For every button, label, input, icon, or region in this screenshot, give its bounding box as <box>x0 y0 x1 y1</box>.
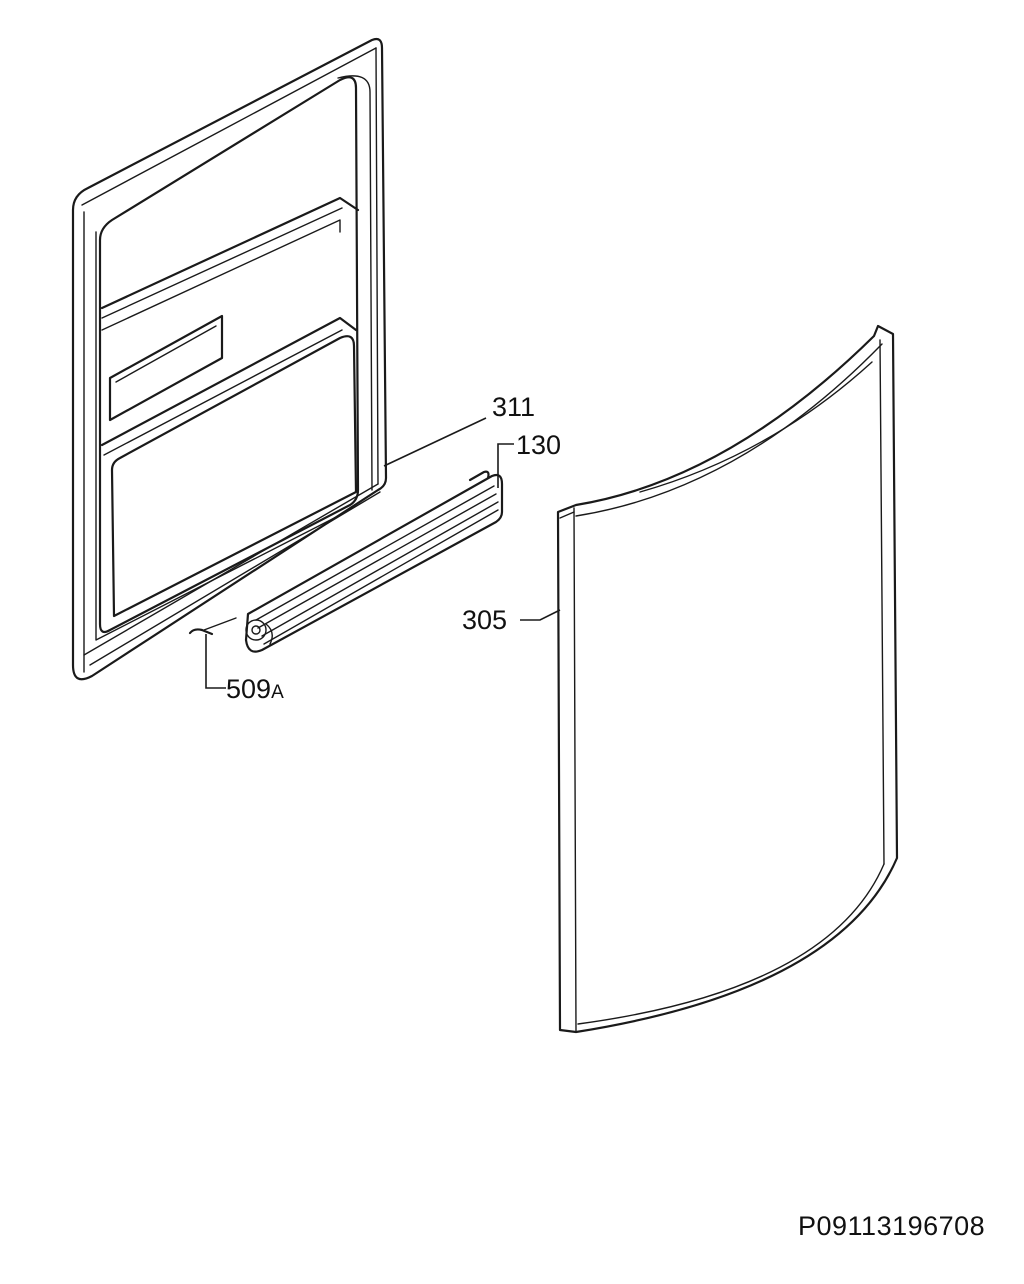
hinge-pin <box>188 617 237 636</box>
door-seal-strip <box>244 470 504 653</box>
leader-509a <box>205 634 226 689</box>
leader-130 <box>497 443 514 488</box>
inner-door-panel <box>71 37 388 681</box>
part-label-509a-number: 509 <box>226 674 271 704</box>
part-label-311: 311 <box>492 392 535 422</box>
part-label-509a: 509A <box>226 674 284 704</box>
leader-305 <box>520 609 561 621</box>
part-label-305: 305 <box>462 605 507 635</box>
part-label-509a-suffix: A <box>271 682 284 703</box>
leader-lines <box>205 417 561 689</box>
outer-door-panel <box>556 324 899 1034</box>
drawing-number: P09113196708 <box>798 1211 985 1241</box>
part-label-130: 130 <box>516 430 561 460</box>
leader-311 <box>383 417 487 467</box>
